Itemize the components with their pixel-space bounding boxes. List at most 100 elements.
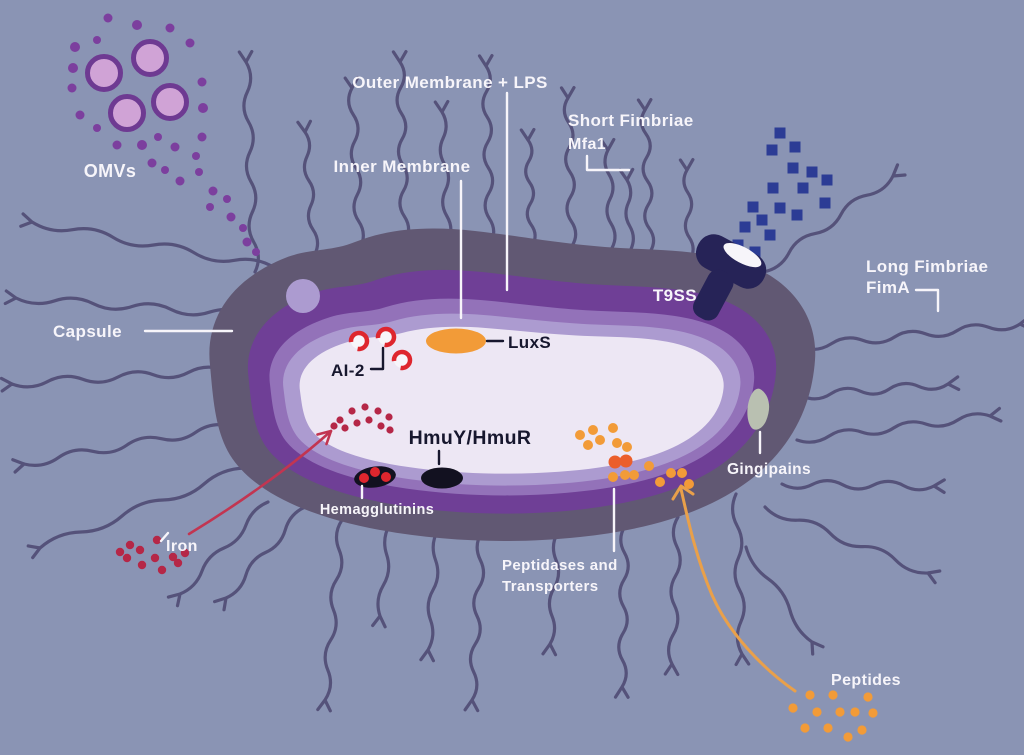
label-capsule: Capsule <box>53 322 122 341</box>
label-t9ss: T9SS <box>653 286 697 305</box>
iron-tick <box>159 531 170 543</box>
fimbria <box>678 158 695 262</box>
mfa1-square <box>821 174 833 186</box>
inner-membrane-bump <box>286 279 320 313</box>
omv-dot <box>112 140 122 150</box>
fimbria <box>763 505 942 585</box>
label-long-fimbriae: Long Fimbriae <box>866 257 988 276</box>
ai2-ring <box>391 349 413 371</box>
fimbria <box>213 505 307 612</box>
omv-dot <box>93 36 101 44</box>
t9ss-cap <box>695 234 767 289</box>
mfa1-square <box>787 162 799 174</box>
fimbria <box>744 545 825 656</box>
fimbria <box>11 423 232 474</box>
g-dark-lines <box>369 339 505 466</box>
luxs-enzyme <box>426 328 486 354</box>
heme-dot <box>361 403 369 411</box>
omv-dot <box>195 168 203 176</box>
heme-dot <box>365 416 373 424</box>
mfa1-square <box>766 144 778 156</box>
label-hemagglutinins: Hemagglutinins <box>320 502 434 518</box>
heme-dot <box>353 419 361 427</box>
g-ai2-molecules <box>348 326 413 371</box>
transporter-dot <box>655 477 665 487</box>
g-iron-dots <box>115 535 190 575</box>
heme-dot <box>386 426 394 434</box>
omv-vesicle <box>85 54 123 92</box>
g-peptide-dots <box>788 690 878 742</box>
omv-dot <box>103 13 113 23</box>
transporter-dot <box>608 423 618 433</box>
hemagglutinin-dot <box>370 467 380 477</box>
label-outer-membrane: Outer Membrane + LPS <box>352 73 548 92</box>
g-orange-cluster <box>575 423 694 489</box>
fimbria <box>296 119 320 256</box>
peptide-dot <box>835 707 845 717</box>
omv-dot <box>197 77 207 87</box>
fimbria <box>3 289 250 317</box>
omv-dot <box>223 195 231 203</box>
t9ss-stem <box>692 269 734 321</box>
mfa1-connector <box>585 154 631 172</box>
fimbria <box>761 163 907 274</box>
ai2-ring <box>348 330 370 352</box>
g-omv-vesicles <box>85 39 189 132</box>
iron-dot <box>135 545 145 555</box>
peptide-dot <box>863 692 873 702</box>
omv-dot <box>170 142 180 152</box>
iron-arrow-shaft <box>187 429 333 536</box>
transporter-dot <box>622 442 632 452</box>
label-mfa1: Mfa1 <box>568 136 606 153</box>
omv-dot <box>147 158 157 168</box>
fimbria <box>541 530 561 657</box>
fimbria <box>599 137 617 250</box>
fimbria <box>433 99 453 244</box>
peptide-dot <box>828 690 838 700</box>
peptide-dot <box>788 703 798 713</box>
omv-dot <box>208 186 218 196</box>
transporter-dot <box>588 425 598 435</box>
peptidase-dot <box>619 454 633 468</box>
ai2-core <box>378 329 394 345</box>
omv-dot <box>154 133 162 141</box>
omv-dot <box>68 63 78 73</box>
transporter-dot <box>684 479 694 489</box>
transporter-dot <box>583 440 593 450</box>
fimbria <box>391 50 411 244</box>
fimbria <box>371 522 392 629</box>
label-ai2: AI-2 <box>331 361 365 380</box>
peptide-dot <box>843 732 853 742</box>
label-fima: FimA <box>866 278 910 297</box>
omv-dot <box>242 237 252 247</box>
omv-dot <box>165 23 175 33</box>
omv-dot <box>226 212 236 222</box>
transporter-dot <box>612 438 622 448</box>
fimbria <box>26 466 247 560</box>
mfa1-square <box>819 197 831 209</box>
fimbria <box>800 375 961 401</box>
t9ss-opening <box>723 242 762 268</box>
iron-dot <box>152 535 162 545</box>
g-red-inner-dots <box>330 403 394 434</box>
omv-dot <box>161 166 169 174</box>
mfa1-square <box>764 229 776 241</box>
heme-dot <box>374 407 382 415</box>
transporter-dot <box>629 470 639 480</box>
iron-uptake-arrow <box>187 429 333 536</box>
g-hema-dots <box>359 467 391 483</box>
omv-dot <box>75 110 85 120</box>
fimbria <box>613 524 630 699</box>
g-fimbriae <box>0 49 1024 713</box>
fimbria <box>636 98 656 254</box>
fimbria <box>618 167 635 251</box>
transporter-dot <box>644 461 654 471</box>
omv-dot <box>192 152 200 160</box>
peptide-dot <box>857 725 867 735</box>
label-iron: Iron <box>166 538 198 555</box>
transporter-dot <box>666 468 676 478</box>
omv-dot <box>132 20 142 30</box>
heme-dot <box>341 424 349 432</box>
ai2-connector <box>369 346 385 371</box>
g-callout-lines <box>143 91 940 553</box>
